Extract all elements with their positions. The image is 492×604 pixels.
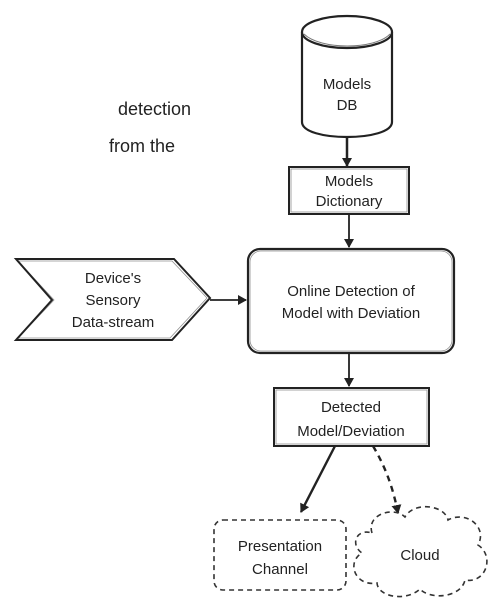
cloud-node: Cloud [353,505,488,598]
online-detection-label-line-1: Online Detection of [287,283,415,300]
sensory-data-stream-node: Device's Sensory Data-stream [13,258,212,341]
online-detection-label-line-2: Model with Deviation [282,305,420,322]
presentation-channel-box [213,519,347,591]
online-detection-node: Online Detection of Model with Deviation [246,247,456,355]
detected-model-node: Detected Model/Deviation [273,387,430,447]
models-db-cylinder-top [300,14,394,50]
presentation-channel-label-line-2: Channel [252,561,308,578]
models-db-node: Models DB [300,14,394,139]
cloud-label: Cloud [400,547,439,564]
cloud-shape [353,505,488,598]
detected-model-box [273,387,430,447]
models-db-label-line-1: Models [323,76,371,93]
presentation-channel-label-line-1: Presentation [238,538,322,555]
models-dictionary-node: Models Dictionary [288,166,410,215]
models-dictionary-label-line-1: Models [325,173,373,190]
detected-model-label-line-1: Detected [321,399,381,416]
sensory-data-stream-label-line-3: Data-stream [72,314,155,331]
online-detection-box [246,247,456,355]
arrow-result-to-cloud [371,445,402,514]
models-db-label-line-2: DB [337,97,358,114]
intro-text-line-2: from the [109,136,175,156]
intro-text-line-1: detection [118,99,191,119]
presentation-channel-node: Presentation Channel [213,519,347,591]
sensory-data-stream-label-line-1: Device's [85,270,141,287]
models-dictionary-label-line-2: Dictionary [316,193,383,210]
models-dictionary-box [288,166,410,215]
sensory-data-stream-label-line-2: Sensory [85,292,141,309]
sensory-data-stream-shape [13,258,212,341]
arrow-result-to-presentation [299,445,337,513]
detected-model-label-line-2: Model/Deviation [297,423,405,440]
